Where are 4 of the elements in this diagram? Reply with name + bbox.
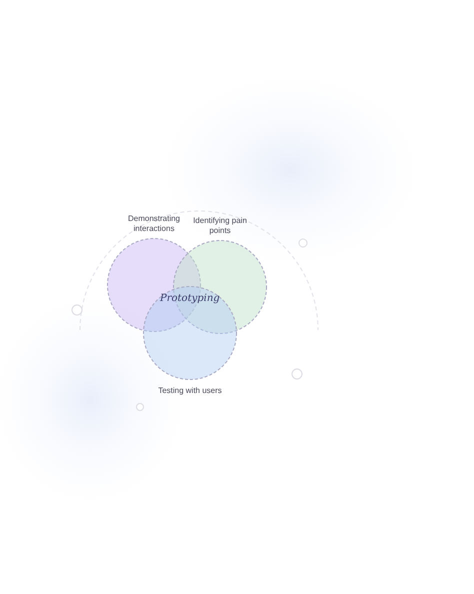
set-label: Testing with users xyxy=(157,386,223,396)
set-label: Demonstrating interactions xyxy=(126,214,182,234)
center-label: Prototyping xyxy=(160,293,220,304)
set-label: Identifying pain points xyxy=(192,216,248,236)
